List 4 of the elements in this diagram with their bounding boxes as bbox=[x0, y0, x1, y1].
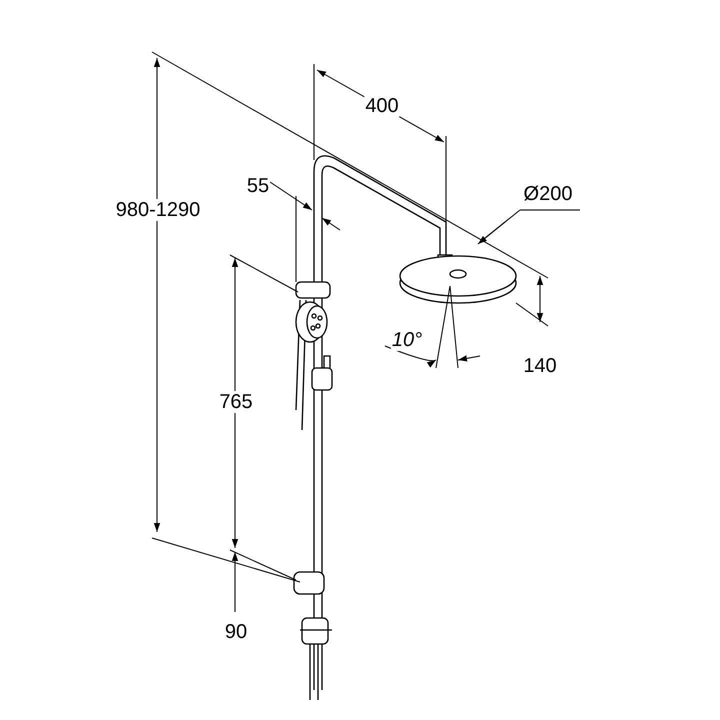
dimension-label: 400 bbox=[364, 95, 400, 117]
dimension-label: 10° bbox=[390, 329, 424, 351]
dimension-label: 980-1290 bbox=[114, 199, 202, 221]
dimension-label: 765 bbox=[218, 391, 254, 413]
